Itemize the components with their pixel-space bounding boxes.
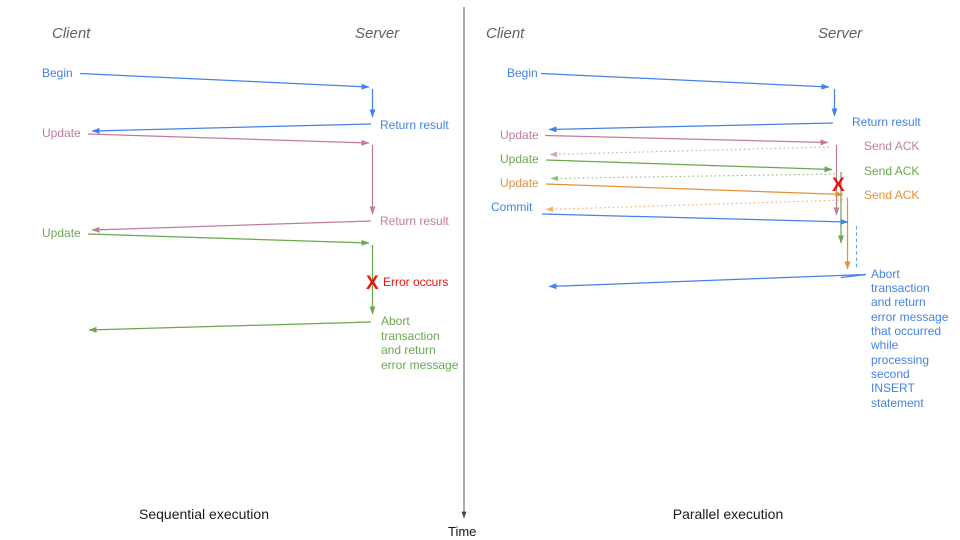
return-result-arrow xyxy=(548,122,834,133)
abort-line: Abort xyxy=(871,267,900,281)
send-ack-3-arrow xyxy=(545,199,844,213)
update-1-request-arrow xyxy=(87,133,370,146)
update-2-request-arrow xyxy=(87,233,370,246)
abort-line: Abort xyxy=(381,314,410,328)
update-1-label: Update xyxy=(500,128,539,142)
commit-label: Commit xyxy=(491,200,533,214)
abort-annotation: Abort transaction and return error messa… xyxy=(381,314,459,372)
abort-line: processing xyxy=(871,353,929,367)
return-result-2-label: Return result xyxy=(380,214,449,228)
abort-line: transaction xyxy=(871,281,930,295)
send-ack-2-label: Send ACK xyxy=(864,164,919,178)
update-2-label: Update xyxy=(500,152,539,166)
time-axis-label: Time xyxy=(448,524,476,539)
client-header: Client xyxy=(52,25,91,42)
abort-line: and return xyxy=(381,343,436,357)
parallel-panel: Client Server Begin Return result Update… xyxy=(486,25,949,522)
commit-request-arrow xyxy=(541,213,849,225)
abort-line: statement xyxy=(871,396,924,410)
time-axis: Time xyxy=(448,7,476,539)
update-2-request-arrow xyxy=(545,159,833,173)
update-1-label: Update xyxy=(42,126,81,140)
server-header: Server xyxy=(818,25,863,42)
abort-return-arrow xyxy=(548,273,867,290)
update-2-label: Update xyxy=(42,226,81,240)
abort-line: error message xyxy=(871,310,949,324)
update-1-request-arrow xyxy=(544,134,829,146)
return-result-label: Return result xyxy=(852,115,921,129)
sequential-panel: Client Server Begin Return result Update… xyxy=(42,25,459,522)
error-x-mark: X xyxy=(832,175,845,196)
send-ack-1-arrow xyxy=(549,146,830,158)
sequential-caption: Sequential execution xyxy=(139,506,269,522)
return-result-1-arrow xyxy=(91,123,372,134)
abort-return-arrow xyxy=(88,321,372,333)
abort-line: error message xyxy=(381,358,459,372)
abort-line: and return xyxy=(871,295,926,309)
abort-line: that occurred xyxy=(871,324,941,338)
client-header: Client xyxy=(486,25,525,42)
begin-label: Begin xyxy=(42,66,73,80)
return-result-2-arrow xyxy=(91,220,372,233)
begin-label: Begin xyxy=(507,66,538,80)
send-ack-2-arrow xyxy=(550,173,836,182)
server-header: Server xyxy=(355,25,400,42)
send-ack-1-label: Send ACK xyxy=(864,139,919,153)
error-x-mark: X xyxy=(366,273,379,294)
abort-annotation: Abort transaction and return error messa… xyxy=(870,267,949,410)
return-result-1-label: Return result xyxy=(380,118,449,132)
begin-request-arrow xyxy=(79,72,370,90)
abort-line: second xyxy=(871,367,910,381)
abort-line: transaction xyxy=(381,329,440,343)
abort-line: INSERT xyxy=(871,381,915,395)
abort-line: while xyxy=(870,338,899,352)
send-ack-3-label: Send ACK xyxy=(864,188,919,202)
parallel-caption: Parallel execution xyxy=(673,506,784,522)
update-3-request-arrow xyxy=(545,183,844,198)
update-3-label: Update xyxy=(500,176,539,190)
error-occurs-label: Error occurs xyxy=(383,275,448,289)
begin-request-arrow xyxy=(540,72,830,90)
